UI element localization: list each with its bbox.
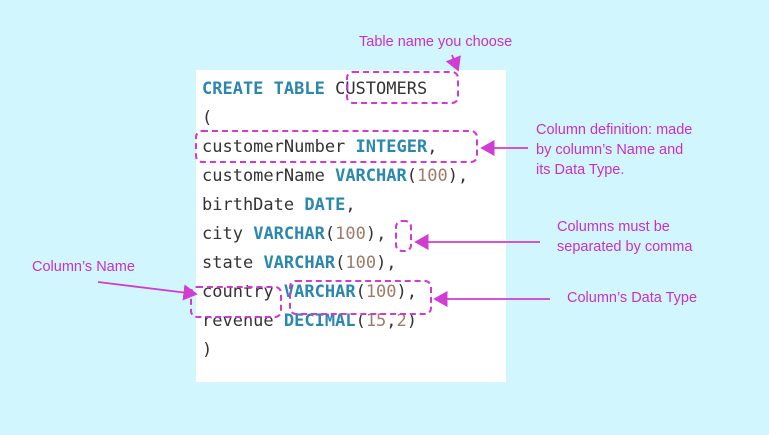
paren-comma: ), xyxy=(376,253,397,273)
paren: ) xyxy=(396,282,407,302)
type-size: 100 xyxy=(416,166,448,186)
annotation-column-definition-line2: by column’s Name and xyxy=(536,142,684,158)
data-type: DATE xyxy=(304,195,346,215)
annotation-column-name: Column’s Name xyxy=(32,259,135,275)
code-line-close-paren: ) xyxy=(202,336,212,365)
code-line-create: CREATE TABLE CUSTOMERS xyxy=(202,75,427,104)
code-line-city: city VARCHAR(100), xyxy=(202,220,386,249)
comma: , xyxy=(427,137,438,157)
data-type-highlight xyxy=(289,280,432,315)
code-line-state: state VARCHAR(100), xyxy=(202,249,397,278)
data-type: VARCHAR xyxy=(335,166,407,186)
annotation-separated-line1: Columns must be xyxy=(557,219,670,235)
annotation-column-definition-line1: Column definition: made xyxy=(536,122,693,138)
code-line-open-paren: ( xyxy=(202,104,212,133)
annotation-separated-line2: separated by comma xyxy=(557,239,693,255)
type-precision: 15 xyxy=(365,311,387,331)
annotation-table-name: Table name you choose xyxy=(359,34,513,50)
arrow-column-name xyxy=(97,281,198,301)
column-name: customerName xyxy=(202,166,325,186)
data-type: VARCHAR xyxy=(253,224,325,244)
code-line-customer-name: customerName VARCHAR(100), xyxy=(202,162,468,191)
column-name: city xyxy=(202,224,243,244)
open-paren: ( xyxy=(202,108,213,128)
type-scale: 2 xyxy=(396,311,407,331)
table-name-highlight xyxy=(346,71,459,104)
data-type: INTEGER xyxy=(355,137,428,157)
annotation-data-type: Column’s Data Type xyxy=(567,290,698,306)
type-size: 100 xyxy=(365,282,397,302)
paren: ( xyxy=(335,253,346,273)
comma: , xyxy=(386,311,397,331)
comma: , xyxy=(345,195,356,215)
column-name-highlight xyxy=(190,286,282,318)
data-type: VARCHAR xyxy=(263,253,336,273)
table-name: CUSTOMERS xyxy=(335,79,428,99)
paren: ) xyxy=(365,224,377,244)
paren: ) xyxy=(406,311,418,331)
type-size: 100 xyxy=(345,253,377,273)
comma: , xyxy=(406,282,418,302)
code-panel xyxy=(196,70,506,382)
paren: ( xyxy=(406,166,417,186)
separator-comma: , xyxy=(376,224,387,244)
type-size: 100 xyxy=(335,224,366,244)
paren: ( xyxy=(355,311,366,331)
arrow-table-name xyxy=(445,54,461,72)
data-type: VARCHAR xyxy=(283,282,356,302)
paren: ( xyxy=(355,282,366,302)
close-paren: ) xyxy=(202,340,213,360)
paren-comma: ), xyxy=(447,166,469,186)
annotation-column-definition-line3: its Data Type. xyxy=(536,162,625,178)
data-type: DECIMAL xyxy=(283,311,356,331)
sql-code-block: CREATE TABLE CUSTOMERS ( customerNumber … xyxy=(202,75,468,394)
column-name: birthDate xyxy=(202,195,295,215)
paren: ( xyxy=(324,224,336,244)
column-name: customerNumber xyxy=(202,137,346,157)
column-definition-highlight xyxy=(195,130,478,163)
comma-highlight xyxy=(395,220,412,252)
create-table-keyword: CREATE TABLE xyxy=(202,79,325,99)
column-name: state xyxy=(202,253,254,273)
code-line-customer-number: customerNumber INTEGER, xyxy=(202,133,437,162)
code-line-birth-date: birthDate DATE, xyxy=(202,191,356,220)
